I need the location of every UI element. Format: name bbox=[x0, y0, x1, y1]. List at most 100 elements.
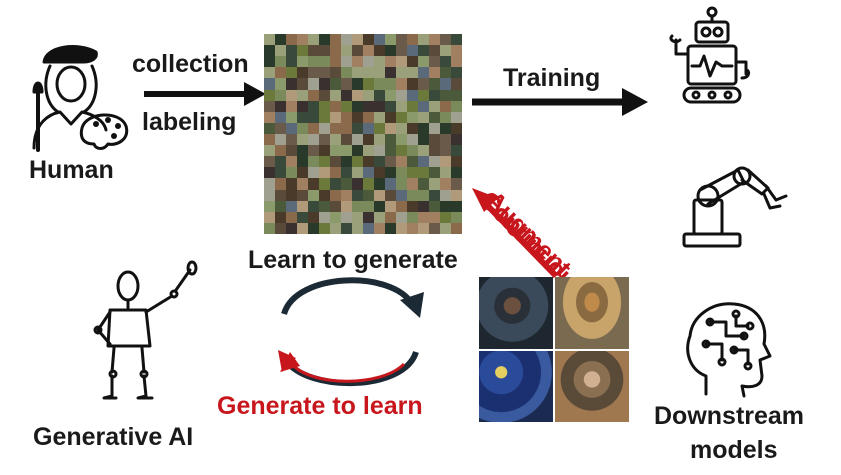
dataset-thumbnail bbox=[407, 156, 419, 168]
dataset-thumbnail bbox=[308, 122, 320, 135]
dataset-thumbnail bbox=[418, 45, 430, 57]
dataset-thumbnail bbox=[385, 178, 397, 191]
dataset-thumbnail bbox=[385, 78, 397, 91]
dataset-thumbnail bbox=[374, 89, 386, 102]
dataset-thumbnail bbox=[451, 134, 462, 146]
dataset-thumbnail bbox=[308, 167, 320, 179]
dataset-thumbnail bbox=[429, 78, 441, 91]
dataset-thumbnail bbox=[286, 200, 298, 213]
dataset-thumbnail bbox=[363, 178, 375, 191]
dataset-thumbnail bbox=[418, 222, 430, 234]
dataset-thumbnail bbox=[297, 89, 309, 102]
dataset-thumbnail bbox=[264, 222, 276, 234]
dataset-thumbnail bbox=[352, 100, 364, 113]
dataset-thumbnail bbox=[264, 100, 276, 113]
dataset-thumbnail bbox=[286, 145, 298, 157]
dataset-thumbnail bbox=[352, 156, 364, 168]
dataset-thumbnail bbox=[264, 111, 276, 124]
dataset-thumbnail bbox=[396, 56, 408, 68]
dataset-thumbnail bbox=[341, 222, 353, 234]
generated-image-child-reading bbox=[479, 277, 553, 349]
dataset-thumbnail bbox=[352, 89, 364, 102]
dataset-thumbnail bbox=[429, 167, 441, 179]
dataset-thumbnail bbox=[396, 178, 408, 191]
dataset-thumbnail bbox=[286, 45, 298, 57]
dataset-thumbnail bbox=[297, 222, 309, 234]
dataset-thumbnail bbox=[429, 45, 441, 57]
dataset-thumbnail bbox=[374, 34, 386, 46]
dataset-thumbnail bbox=[297, 34, 309, 46]
dataset-thumbnail bbox=[385, 145, 397, 157]
dataset-thumbnail bbox=[275, 122, 287, 135]
dataset-thumbnail bbox=[418, 134, 430, 146]
dataset-thumbnail bbox=[264, 200, 276, 213]
dataset-thumbnail bbox=[418, 156, 430, 168]
dataset-thumbnail bbox=[264, 167, 276, 179]
dataset-thumbnail bbox=[374, 122, 386, 135]
dataset-thumbnail bbox=[396, 45, 408, 57]
dataset-thumbnail bbox=[264, 122, 276, 135]
dataset-thumbnail bbox=[451, 200, 462, 213]
generated-image-dog bbox=[555, 277, 629, 349]
dataset-thumbnail bbox=[275, 211, 287, 224]
dataset-thumbnail bbox=[264, 45, 276, 57]
dataset-thumbnail bbox=[451, 111, 462, 124]
dataset-thumbnail bbox=[363, 111, 375, 124]
dataset-thumbnail bbox=[385, 222, 397, 234]
dataset-thumbnail bbox=[297, 45, 309, 57]
dataset-thumbnail bbox=[429, 211, 441, 224]
dataset-thumbnail bbox=[429, 156, 441, 168]
dataset-thumbnail bbox=[352, 200, 364, 213]
dataset-thumbnail bbox=[330, 100, 342, 113]
dataset-thumbnail bbox=[297, 100, 309, 113]
dataset-thumbnail bbox=[451, 145, 462, 157]
dataset-thumbnail bbox=[286, 67, 298, 79]
dataset-thumbnail bbox=[407, 200, 419, 213]
dataset-thumbnail bbox=[429, 100, 441, 113]
dataset-thumbnail bbox=[385, 67, 397, 79]
dataset-thumbnail bbox=[385, 189, 397, 202]
dataset-thumbnail bbox=[429, 134, 441, 146]
dataset-thumbnail bbox=[396, 100, 408, 113]
dataset-thumbnail bbox=[429, 122, 441, 135]
dataset-thumbnail bbox=[407, 145, 419, 157]
dataset-thumbnail bbox=[330, 111, 342, 124]
generated-image-starry-night bbox=[479, 351, 553, 422]
cycle-arrow-top bbox=[281, 277, 424, 318]
dataset-thumbnail bbox=[396, 89, 408, 102]
dataset-thumbnail bbox=[319, 45, 331, 57]
dataset-thumbnail bbox=[374, 111, 386, 124]
dataset-thumbnail bbox=[341, 134, 353, 146]
dataset-thumbnail bbox=[264, 67, 276, 79]
dataset-thumbnail bbox=[418, 200, 430, 213]
dataset-thumbnail bbox=[451, 178, 462, 191]
dataset-thumbnail bbox=[440, 67, 452, 79]
dataset-thumbnail bbox=[319, 222, 331, 234]
dataset-thumbnail bbox=[286, 178, 298, 191]
dataset-thumbnail bbox=[363, 100, 375, 113]
dataset-thumbnail bbox=[451, 189, 462, 202]
dataset-thumbnail bbox=[275, 222, 287, 234]
dataset-thumbnail bbox=[418, 111, 430, 124]
dataset-thumbnail bbox=[319, 211, 331, 224]
dataset-thumbnail bbox=[440, 134, 452, 146]
dataset-thumbnail bbox=[341, 189, 353, 202]
dataset-thumbnail bbox=[407, 167, 419, 179]
dataset-thumbnail bbox=[286, 122, 298, 135]
dataset-thumbnail bbox=[341, 67, 353, 79]
dataset-thumbnail bbox=[341, 45, 353, 57]
dataset-thumbnail bbox=[418, 211, 430, 224]
dataset-thumbnail bbox=[418, 145, 430, 157]
dataset-thumbnail bbox=[308, 100, 320, 113]
dataset-thumbnail bbox=[341, 156, 353, 168]
dataset-thumbnail bbox=[264, 178, 276, 191]
dataset-thumbnail bbox=[286, 156, 298, 168]
dataset-thumbnail bbox=[319, 156, 331, 168]
dataset-thumbnail bbox=[407, 67, 419, 79]
dataset-thumbnail bbox=[385, 111, 397, 124]
dataset-thumbnail bbox=[385, 200, 397, 213]
dataset-thumbnail bbox=[330, 222, 342, 234]
dataset-thumbnail bbox=[407, 211, 419, 224]
dataset-thumbnail bbox=[319, 178, 331, 191]
